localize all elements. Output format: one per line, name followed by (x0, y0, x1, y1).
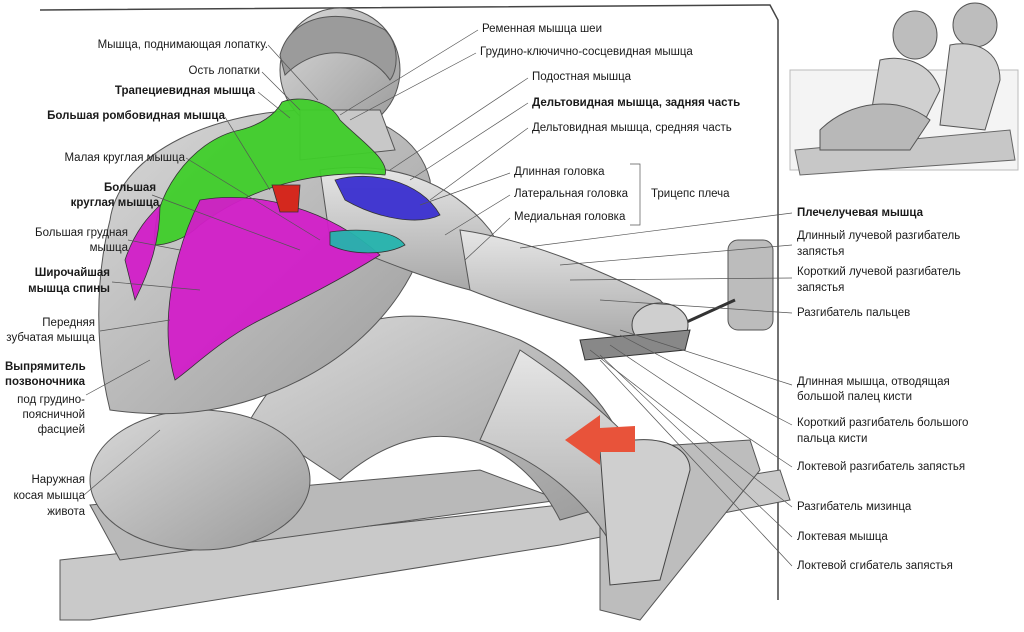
label-triceps-title: Трицепс плеча (651, 188, 730, 200)
label-deltoid-middle: Дельтовидная мышца, средняя часть (532, 122, 732, 134)
label-epb-2: пальца кисти (797, 433, 868, 445)
label-sternocleidomastoid: Грудино-ключично-сосцевидная мышца (480, 46, 693, 58)
label-extensor-digitorum: Разгибатель пальцев (797, 307, 911, 319)
label-fcu: Локтевой сгибатель запястья (797, 560, 953, 572)
teres-minor-muscle (329, 229, 406, 254)
direction-arrow (565, 415, 635, 465)
label-teres-major-2: круглая мышца (70, 197, 160, 209)
label-pectoralis-major-1: Большая грудная (35, 227, 128, 239)
label-triceps-medial-head: Медиальная головка (514, 211, 626, 223)
label-teres-major-1: Большая (103, 182, 157, 194)
label-levator-scapulae: Мышца, поднимающая лопатку. (97, 39, 268, 51)
leader-lines (83, 29, 793, 567)
label-ecrb-2: запястья (797, 282, 845, 294)
label-erector-4: поясничной (22, 409, 85, 421)
label-oblique-1: Наружная (31, 474, 85, 486)
label-teres-minor: Малая круглая мышца (64, 152, 185, 164)
hips (89, 409, 311, 551)
label-erector-3: под грудино- (17, 394, 85, 406)
label-epb-1: Короткий разгибатель большого (797, 417, 969, 429)
label-rhomboid-major: Большая ромбовидная мышца (47, 110, 225, 122)
label-trapezius: Трапециевидная мышца (114, 85, 255, 97)
rhomboid-muscle (271, 184, 301, 213)
label-infraspinatus: Подостная мышца (532, 71, 632, 83)
inset-illustration (789, 2, 1019, 176)
label-apl-1: Длинная мышца, отводящая (797, 376, 950, 388)
cable (679, 298, 736, 327)
label-apl-2: большой палец кисти (797, 391, 913, 403)
cable-pulley-housing (727, 239, 774, 331)
label-anconeus: Локтевая мышца (797, 531, 888, 543)
label-ecrl-2: запястья (797, 246, 845, 258)
handle-bar (579, 329, 691, 361)
label-splenius: Ременная мышца шеи (482, 23, 603, 35)
label-pectoralis-major-2: мышца (89, 242, 128, 254)
serratus-muscle (124, 204, 161, 302)
label-oblique-2: косая мышца (13, 490, 85, 502)
label-triceps-lateral-head: Латеральная головка (514, 188, 628, 200)
label-ecrl-1: Длинный лучевой разгибатель (797, 230, 961, 242)
label-erector-1: Выпрямитель (5, 361, 86, 373)
label-serratus-1: Передняя (42, 317, 95, 329)
label-ecu: Локтевой разгибатель запястья (797, 461, 966, 473)
label-brachioradialis: Плечелучевая мышца (797, 207, 923, 219)
label-erector-2: позвоночника (5, 376, 86, 388)
illustration-frame (39, 4, 779, 600)
hair (279, 15, 397, 81)
label-scapular-spine: Ость лопатки (188, 65, 260, 77)
label-serratus-2: зубчатая мышца (6, 332, 95, 344)
label-extensor-digiti-minimi: Разгибатель мизинца (797, 501, 912, 513)
deltoid-posterior-muscle (334, 175, 441, 221)
label-deltoid-posterior: Дельтовидная мышца, задняя часть (532, 97, 741, 109)
label-oblique-3: живота (47, 506, 85, 518)
label-erector-5: фасцией (37, 424, 85, 436)
label-triceps-long-head: Длинная головка (514, 166, 605, 178)
label-latissimus-2: мышца спины (28, 283, 110, 295)
label-latissimus-1: Широчайшая (34, 267, 110, 279)
label-ecrb-1: Короткий лучевой разгибатель (797, 266, 961, 278)
